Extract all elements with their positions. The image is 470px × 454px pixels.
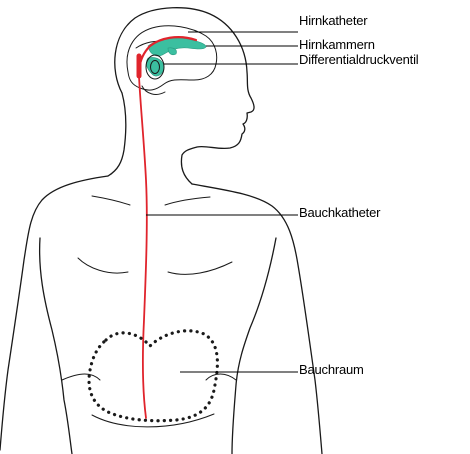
right-waist [206, 374, 236, 380]
cerebellum [142, 86, 165, 94]
right-clavicle [165, 197, 210, 205]
label-abdominal-catheter: Bauchkatheter [299, 206, 380, 219]
right-pectoral [168, 262, 232, 274]
label-valve: Differentialdruckventil [299, 53, 418, 66]
label-brain-ventricles: Hirnkammern [299, 38, 375, 51]
abdominal-cavity-outline [89, 331, 217, 421]
left-clavicle [92, 196, 130, 205]
left-waist [62, 374, 100, 380]
left-pectoral [78, 258, 128, 273]
label-abdominal-cavity: Bauchraum [299, 363, 364, 376]
right-torso-outline [232, 238, 276, 454]
head-outline [115, 8, 254, 184]
neck-back [108, 93, 126, 176]
right-arm-outline [192, 184, 322, 454]
abdominal-catheter-tube [139, 76, 147, 418]
label-brain-catheter: Hirnkatheter [299, 14, 367, 27]
left-arm-outline [0, 176, 108, 450]
leader-lines [146, 32, 298, 372]
body-outline [0, 8, 322, 454]
left-torso-outline [40, 238, 72, 454]
catheter [139, 37, 196, 418]
